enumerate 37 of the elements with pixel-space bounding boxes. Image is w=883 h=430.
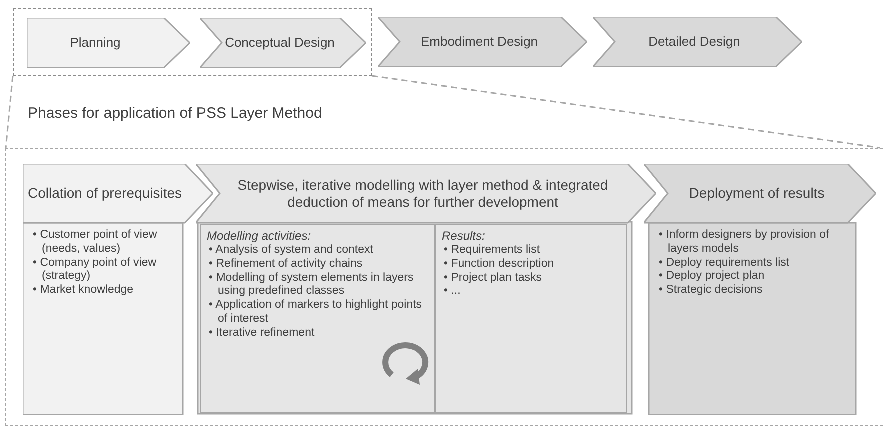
column-title: Deployment of results	[689, 185, 825, 202]
phase-label: Detailed Design	[648, 34, 740, 50]
list-item: • Refinement of activity chains	[209, 258, 364, 272]
list-item: • Strategic decisions	[659, 284, 764, 298]
list-item: • Inform designers by provision of layers models	[659, 229, 830, 257]
activities-panel	[200, 224, 435, 413]
list-item: • Company point of view (strategy)	[33, 256, 158, 284]
phase-label: Embodiment Design	[420, 34, 538, 50]
phase-column	[196, 164, 656, 415]
list-item: • Requirements list	[444, 244, 542, 258]
list-item: • Customer point of view (needs, values)	[33, 229, 158, 257]
list-heading: Modelling activities:	[207, 229, 312, 243]
phase-label: Conceptual Design	[225, 36, 335, 50]
column-title: Stepwise, iterative modelling with layer method & integrated deduction of means for further development	[236, 177, 610, 210]
zoom-line	[5, 76, 14, 148]
list-item: • Project plan tasks	[444, 272, 543, 286]
phase-label: Planning	[70, 36, 121, 50]
list-item: • ...	[444, 285, 462, 300]
list-item: • Analysis of system and context	[209, 244, 374, 258]
list-item: • Market knowledge	[33, 284, 135, 298]
dashed-frame	[13, 8, 372, 76]
list-item: • Modelling of system elements in layers using predefined classes	[209, 272, 415, 300]
phase-block	[593, 17, 802, 67]
list-item: • Deploy project plan	[659, 270, 766, 284]
column-title: Collation of prerequisites	[28, 185, 182, 202]
list-item: • Function description	[444, 258, 556, 272]
list-heading: Results:	[442, 229, 486, 243]
phase-block	[200, 18, 366, 68]
list-item: • Application of markers to highlight points of interest	[209, 299, 424, 327]
section-heading: Phases for application of PSS Layer Method	[28, 105, 322, 122]
list-item: • Iterative refinement	[209, 326, 316, 341]
phase-block	[27, 18, 190, 68]
results-panel	[435, 224, 627, 413]
phase-block	[378, 17, 587, 67]
phase-column	[644, 164, 876, 415]
zoom-line	[372, 75, 880, 149]
list-item: • Deploy requirements list	[659, 256, 791, 270]
